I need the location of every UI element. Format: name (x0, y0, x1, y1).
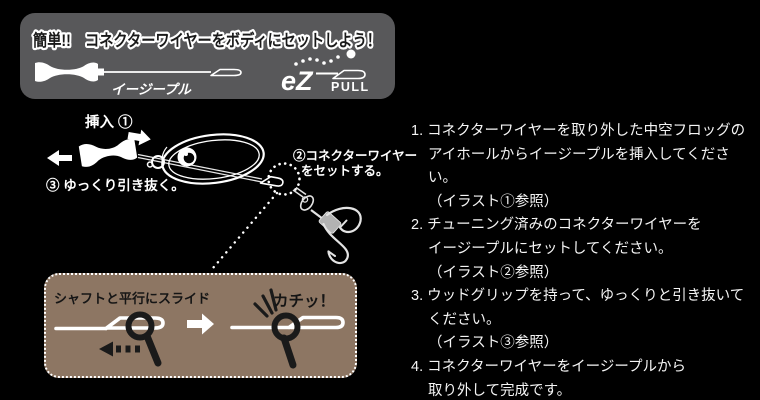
tool-handle (35, 62, 98, 82)
instruction-line: （イラスト②参照） (428, 264, 559, 281)
slide-instruction-inset: シャフトと平行にスライド カチッ！ (44, 273, 357, 378)
shaft-line (137, 153, 263, 180)
connector-wire (292, 186, 324, 220)
step3-label: ③ ゆっくり引き抜く。 (46, 177, 185, 193)
arrow-left-icon (47, 150, 72, 166)
header-banner: 簡単!! コネクターワイヤーをボディにセットしよう！ イージープル eZ (20, 13, 395, 99)
dotted-highlight-circle (267, 162, 301, 196)
step2-label-line1: ②コネクターワイヤー (293, 148, 417, 163)
loop-tip (259, 175, 284, 187)
easy-pull-tool-icon (35, 62, 242, 82)
ez-pull-logo: eZ PULL (281, 49, 370, 96)
arrow-right-icon (187, 313, 214, 335)
eye-hole-ring (146, 155, 165, 169)
instruction-line: 4. コネクターワイヤーをイージープルから (411, 358, 686, 375)
click-label: カチッ！ (273, 292, 335, 310)
wood-grip (78, 138, 138, 167)
slide-label: シャフトと平行にスライド (54, 291, 210, 306)
connector-tail (280, 334, 297, 369)
slide-before-figure (54, 311, 165, 367)
click-emphasis-lines (253, 288, 278, 318)
instruction-line: イージープルにセットしてください。 (428, 240, 673, 257)
instruction-line: 3. ウッドグリップを持って、ゆっくりと引き抜いて (411, 288, 745, 305)
slide-after-figure (230, 288, 345, 369)
instruction-line: 1. コネクターワイヤーを取り外した中空フロッグの (411, 123, 746, 139)
tool-neck (98, 68, 104, 76)
assembly-diagram: 挿入 ① ③ ゆっくり引き抜く。 ②コネクターワイヤー をセットする。 (46, 113, 417, 270)
connector-tail (143, 332, 162, 367)
instruction-line: ください。 (428, 311, 501, 328)
step1-label: 挿入 ① (85, 113, 133, 131)
logo-dots (294, 49, 356, 66)
shaft-line (137, 156, 263, 183)
tool-loop-tip (210, 68, 242, 77)
instruction-list: 1. コネクターワイヤーを取り外した中空フロッグの アイホールからイージープルを… (411, 120, 757, 400)
instruction-line: アイホールからイージープルを挿入してください。 (428, 146, 730, 187)
logo-ez-text: eZ (281, 66, 314, 96)
logo-pull-text: PULL (331, 80, 370, 94)
double-hook (322, 206, 362, 265)
tool-label: イージープル (111, 82, 192, 97)
step2-label-line2: をセットする。 (301, 164, 389, 178)
instruction-line: 取り外して完成です。 (428, 382, 572, 399)
instruction-line: （イラスト①参照） (428, 193, 559, 210)
crimp-sleeve (318, 211, 342, 234)
inset-graphics: シャフトと平行にスライド カチッ！ (54, 288, 345, 369)
wire-loop (230, 315, 345, 330)
instruction-line: 2. チューニング済みのコネクターワイヤーを (411, 217, 702, 234)
banner-graphics: 簡単!! コネクターワイヤーをボディにセットしよう！ イージープル eZ (30, 28, 383, 97)
frog-eye (177, 147, 197, 167)
instruction-line: （イラスト③参照） (428, 335, 559, 352)
dashed-arrow-left-icon (99, 341, 113, 357)
dotted-leader-line (211, 191, 279, 270)
wire-loop (54, 316, 165, 331)
connector-ring (125, 311, 155, 341)
arrow-right-icon (127, 129, 151, 146)
logo-loop-tip (332, 69, 366, 80)
banner-title: 簡単!! コネクターワイヤーをボディにセットしよう！ (32, 30, 381, 50)
